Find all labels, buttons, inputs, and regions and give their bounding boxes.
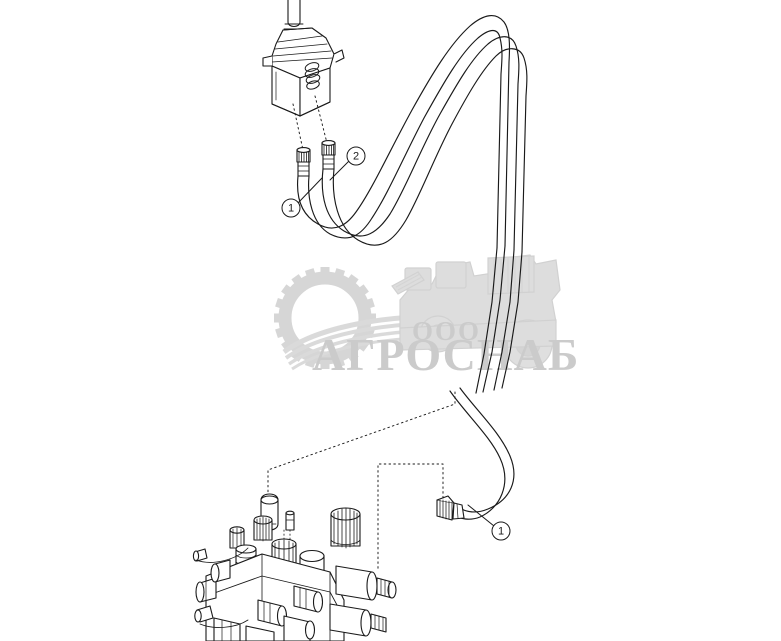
control-valve-block [192,493,397,641]
watermark-company-name: АГРОСНАБ [312,329,579,380]
control-lever-assembly [262,0,345,117]
gear-icon [274,267,376,369]
leader-line-lever-to-hose [292,95,328,151]
hose-run-lower [475,245,523,394]
callout-1-upper[interactable]: 1 [281,198,301,218]
hydraulic-hose-1 [296,15,511,249]
callout-2-upper[interactable]: 2 [346,146,366,166]
callout-1-lower[interactable]: 1 [491,521,511,541]
hose-end-fitting-right [321,140,336,170]
hydraulic-hose-2 [321,36,528,253]
leader-line-hose-to-valve [267,391,456,571]
hose-end-fitting-left [296,147,311,177]
callout-leaders [297,160,495,527]
elbow-fitting [436,495,465,521]
watermark-ooo: ООО [412,316,481,346]
hydraulic-hose-lower [449,387,515,520]
